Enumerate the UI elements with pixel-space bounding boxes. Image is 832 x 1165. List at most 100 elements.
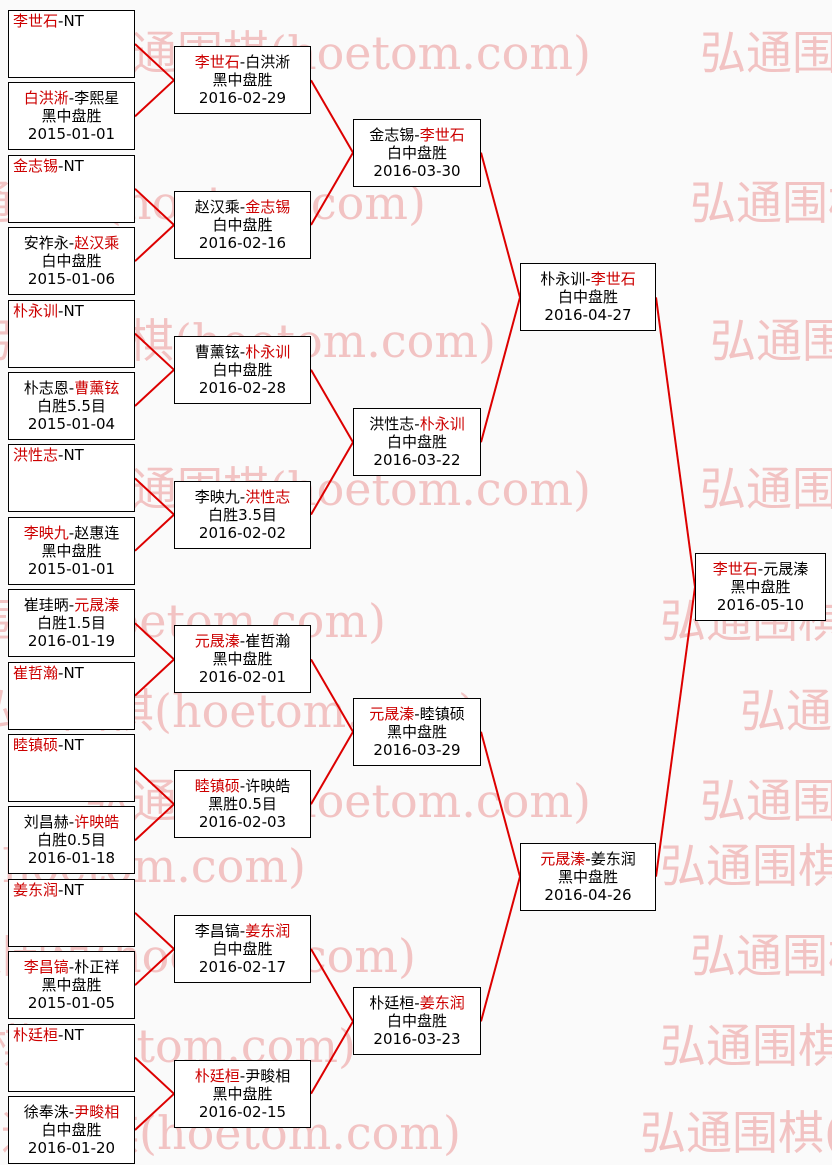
- match-date: 2015-01-05: [27, 994, 116, 1013]
- match-date: 2016-02-29: [198, 89, 287, 108]
- name-separator: -: [68, 379, 75, 397]
- match-players: 金志锡-NT: [13, 157, 130, 175]
- connector-line: [134, 948, 175, 986]
- connector-line: [134, 369, 175, 407]
- match-result: 白中盘胜: [557, 288, 618, 307]
- name-separator: -: [68, 523, 75, 542]
- player-name: NT: [63, 663, 84, 682]
- match-players: 朴廷桓-姜东润: [354, 994, 480, 1012]
- match-date: 2016-04-26: [544, 885, 632, 904]
- match-box-r1-m5: 朴永训-NT: [8, 299, 135, 368]
- player-name-winner: 朴永训: [419, 415, 465, 434]
- connector-line: [480, 876, 521, 1022]
- player-name: 崔哲瀚: [245, 632, 291, 651]
- match-players: 洪性志-朴永训: [354, 415, 480, 433]
- player-name: NT: [63, 12, 84, 30]
- player-name: 尹畯相: [245, 1066, 291, 1085]
- match-players: 元晟溱-姜东润: [521, 850, 655, 868]
- match-players: 元晟溱-睦镇硕: [354, 705, 480, 723]
- match-players: 李世石-白洪淅: [175, 53, 310, 71]
- match-players: 李映九-洪性志: [175, 488, 310, 506]
- player-name: 元晟溱: [763, 560, 809, 578]
- player-name: 朴志恩: [23, 379, 69, 397]
- match-players: 朴永训-李世石: [521, 270, 655, 288]
- player-name-winner: 姜东润: [419, 994, 465, 1013]
- match-date: 2016-03-29: [373, 740, 461, 759]
- match-date: 2016-02-17: [198, 958, 287, 976]
- player-name: 朴正祥: [74, 958, 120, 977]
- match-date: 2016-05-10: [716, 596, 805, 614]
- match-result: 白胜0.5目: [37, 831, 106, 850]
- player-name-winner: 李世石: [13, 12, 59, 30]
- name-separator: -: [58, 880, 64, 899]
- match-result: 白胜1.5目: [37, 614, 106, 633]
- connector-line: [134, 43, 175, 81]
- match-players: 朴永训-NT: [13, 302, 130, 320]
- match-players: 洪性志-NT: [13, 446, 130, 464]
- match-box-r1-m10: 崔哲瀚-NT: [8, 661, 135, 730]
- match-players: 金志锡-李世石: [354, 126, 480, 144]
- name-separator: -: [239, 198, 246, 216]
- match-result: 白胜3.5目: [208, 505, 277, 524]
- player-name: 白洪淅: [245, 53, 291, 72]
- match-players: 李映九-赵惠连: [9, 524, 134, 542]
- player-name-winner: 睦镇硕: [194, 777, 240, 796]
- match-date: 2015-01-01: [27, 125, 116, 144]
- player-name: NT: [63, 880, 84, 899]
- name-separator: -: [68, 1103, 75, 1121]
- name-separator: -: [414, 704, 420, 723]
- match-result: 白中盘胜: [386, 143, 447, 162]
- match-date: 2016-01-18: [27, 849, 116, 868]
- connector-line: [310, 948, 354, 1022]
- player-name-winner: 金志锡: [13, 156, 59, 175]
- name-separator: -: [58, 736, 64, 754]
- player-name-winner: 金志锡: [245, 198, 291, 216]
- player-name-winner: 李世石: [712, 560, 758, 578]
- match-result: 黑中盘胜: [557, 867, 618, 886]
- player-name-winner: 朴永训: [245, 342, 291, 361]
- connector-line: [134, 188, 175, 226]
- name-separator: -: [585, 270, 591, 289]
- player-name-winner: 赵汉乘: [74, 234, 120, 253]
- player-name: NT: [63, 301, 84, 320]
- connector-line: [134, 224, 175, 262]
- match-players: 安祚永-赵汉乘: [9, 234, 134, 252]
- connector-line: [134, 803, 175, 842]
- player-name: NT: [63, 1025, 84, 1044]
- name-separator: -: [414, 415, 420, 434]
- player-name-winner: 李昌镐: [23, 958, 69, 977]
- match-players: 元晟溱-崔哲瀚: [175, 632, 310, 650]
- match-players: 徐奉洙-尹畯相: [9, 1103, 134, 1121]
- match-players: 李世石-元晟溱: [696, 560, 825, 578]
- name-separator: -: [239, 922, 246, 940]
- player-name: 朴永训: [540, 270, 586, 289]
- player-name: 许映皓: [245, 777, 291, 796]
- name-separator: -: [58, 446, 64, 465]
- connector-line: [134, 1093, 175, 1131]
- player-name-winner: 洪性志: [13, 446, 59, 465]
- match-date: 2016-04-27: [544, 306, 632, 325]
- name-separator: -: [414, 125, 420, 144]
- connector-line: [310, 1020, 354, 1095]
- connector-line: [480, 731, 521, 877]
- match-result: 黑中盘胜: [386, 722, 447, 741]
- name-separator: -: [68, 89, 75, 108]
- player-name: NT: [63, 446, 84, 465]
- player-name-winner: 李世石: [419, 125, 465, 144]
- player-name-winner: 朴廷桓: [194, 1066, 240, 1085]
- player-name-winner: 元晟溱: [540, 849, 586, 868]
- player-name: 赵汉乘: [194, 198, 240, 216]
- match-box-r1-m11: 睦镇硕-NT: [8, 734, 135, 802]
